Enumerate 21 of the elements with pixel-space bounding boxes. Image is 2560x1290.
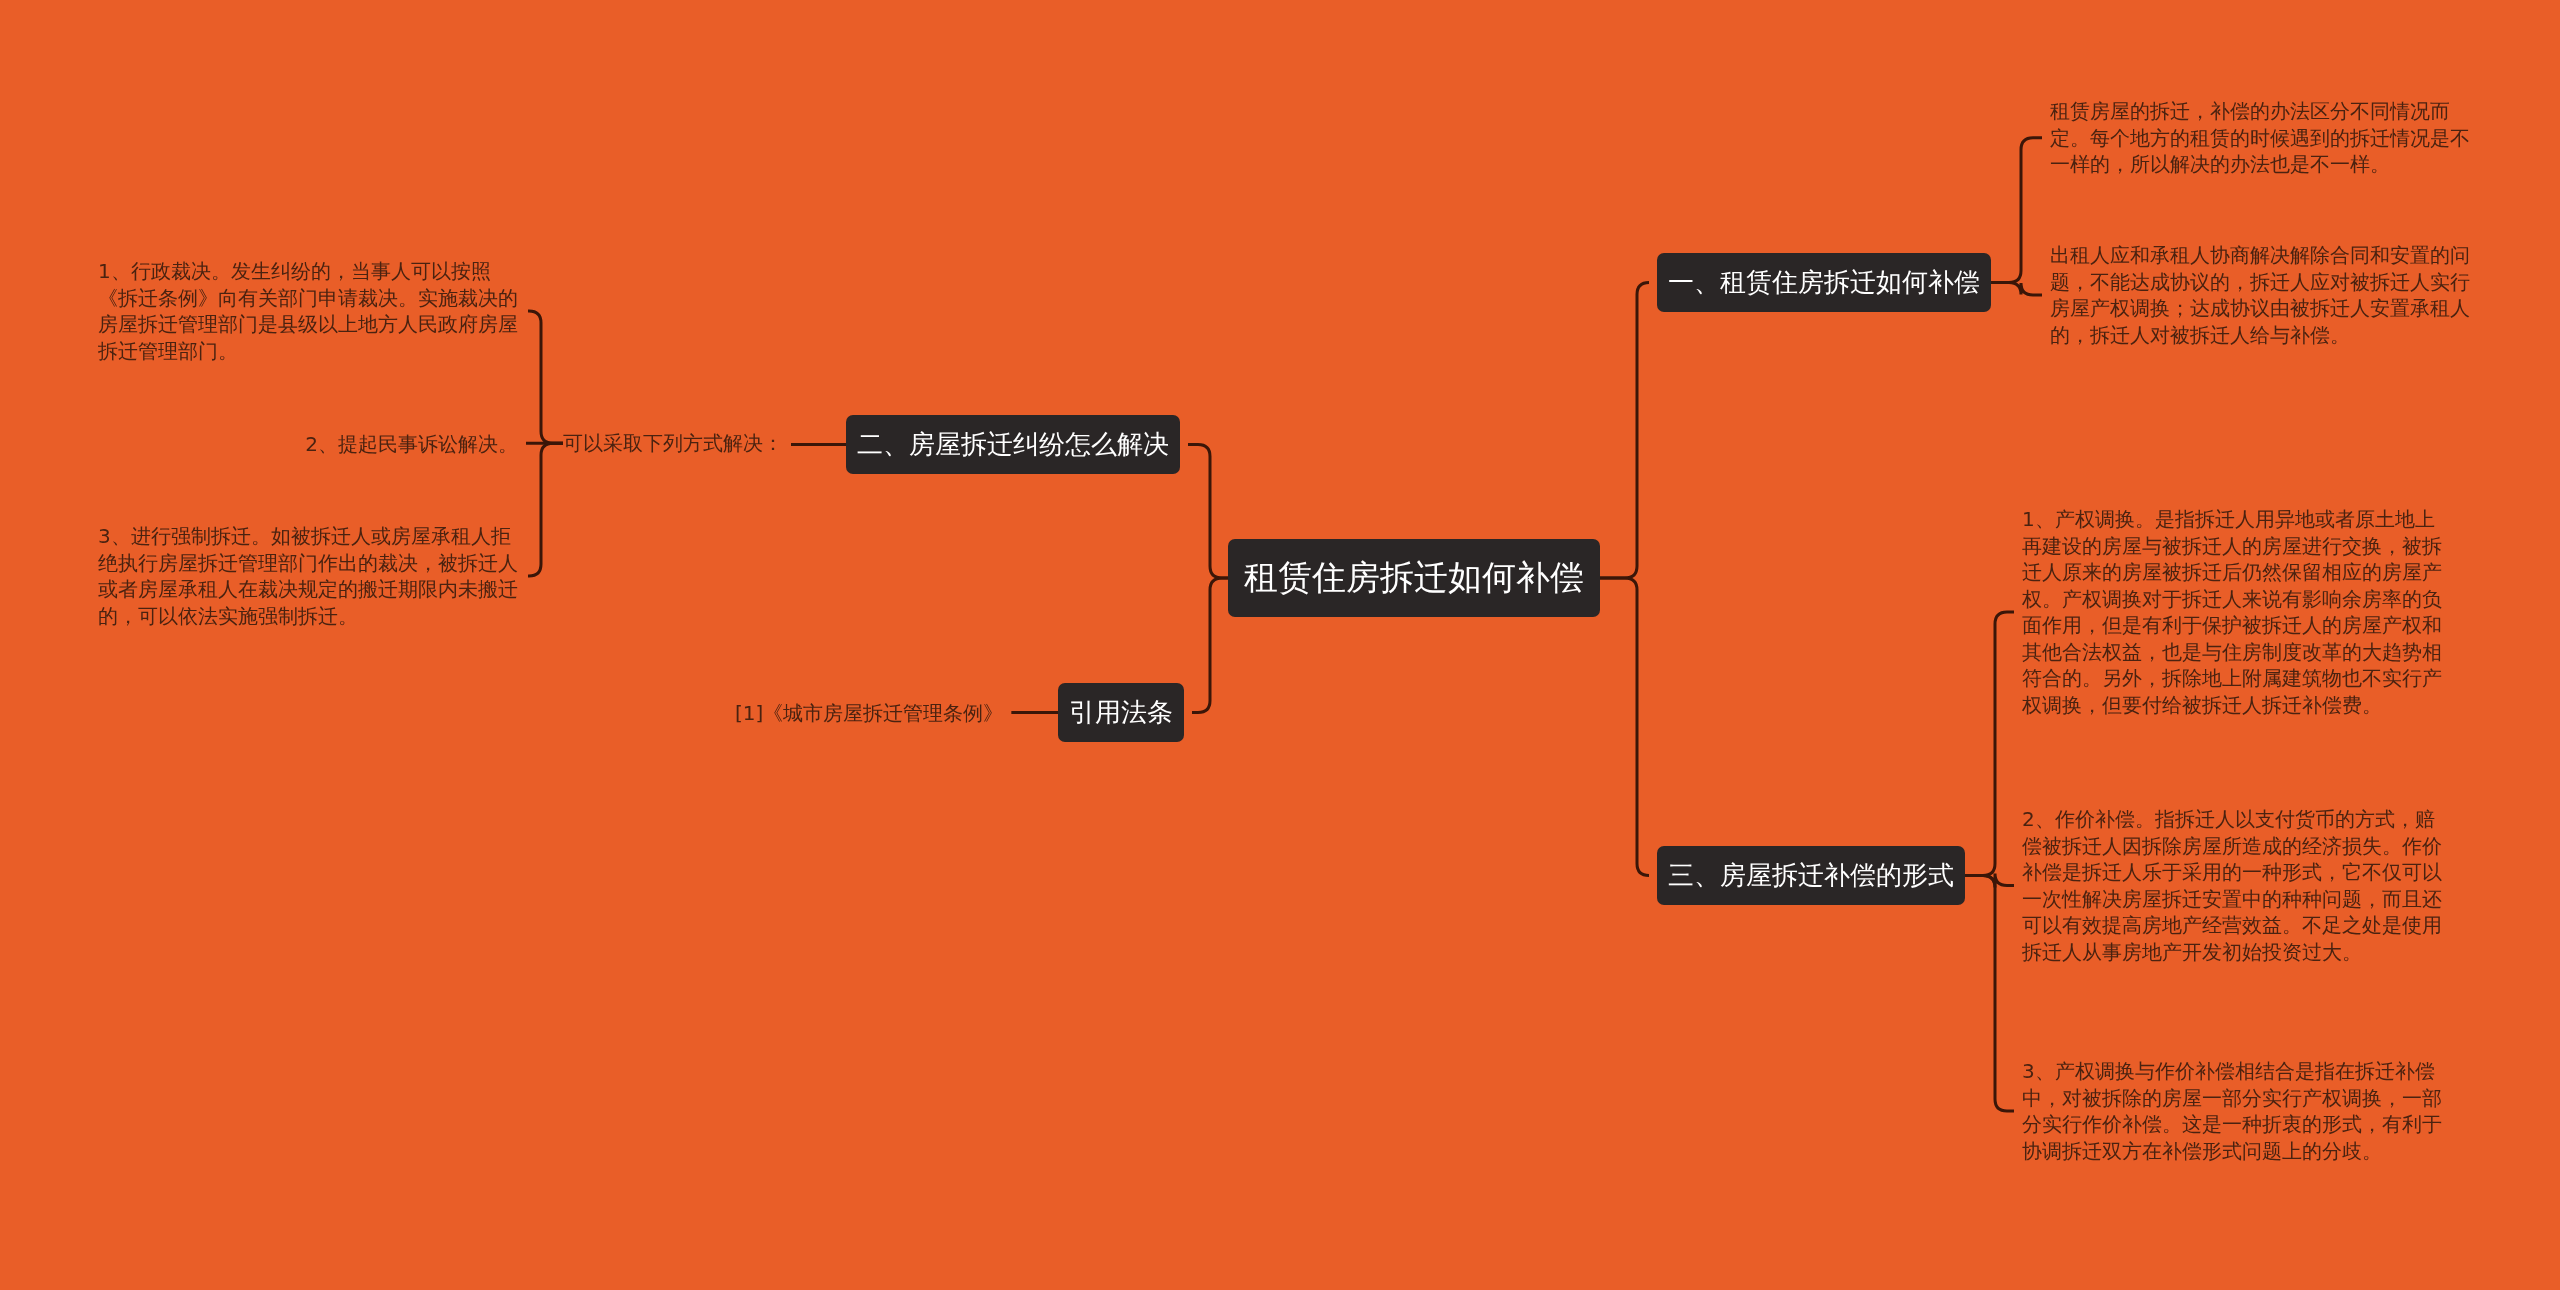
connector-line	[527, 441, 563, 578]
note-text: 出租人应和承租人协商解决解除合同和安置的问题，不能达成协议的，拆迁人应对被拆迁人实行房屋产权调换；达成协议由被拆迁人安置承租人的，拆迁人对被拆迁人给与补偿。	[2050, 242, 2470, 348]
note-text: 租赁房屋的拆迁，补偿的办法区分不同情况而定。每个地方的租赁的时候遇到的拆迁情况是不一样的，所以解决的办法也是不一样。	[2050, 98, 2470, 178]
note-text: [1]《城市房屋拆迁管理条例》	[735, 700, 1004, 727]
note-text: 1、产权调换。是指拆迁人用异地或者原土地上再建设的房屋与被拆迁人的房屋进行交换，被拆迁人原来的房屋被拆迁后仍然保留相应的房屋产权。产权调换对于拆迁人来说有影响余房率的负面作用，但是有利于保护被拆迁人的房屋产权和其他合法权益，也是与住房制度改革的大趋势相符合的。另外，拆除地上附属建筑物也不实行产权调换，但要付给被拆迁人拆迁补偿费。	[2022, 506, 2444, 718]
connector-line	[1192, 576, 1228, 714]
note-text: 3、产权调换与作价补偿相结合是指在拆迁补偿中，对被拆除的房屋一部分实行产权调换，一部分实行作价补偿。这是一种折衷的形式，有利于协调拆迁双方在补偿形式问题上的分歧。	[2022, 1058, 2444, 1164]
connector-line	[1991, 281, 2042, 297]
connector-line	[791, 443, 846, 446]
note-text: 1、行政裁决。发生纠纷的，当事人可以按照《拆迁条例》向有关部门申请裁决。实施裁决的房屋拆迁管理部门是县级以上地方人民政府房屋拆迁管理部门。	[98, 258, 520, 364]
topic-box: 一、租赁住房拆迁如何补偿	[1657, 253, 1991, 312]
central-topic-box: 租赁住房拆迁如何补偿	[1228, 539, 1600, 617]
connector-line	[1011, 711, 1058, 714]
topic-box: 三、房屋拆迁补偿的形式	[1657, 846, 1965, 905]
connector-line	[1600, 576, 1651, 877]
topic-box: 引用法条	[1058, 683, 1184, 742]
note-text: 2、作价补偿。指拆迁人以支付货币的方式，赔偿被拆迁人因拆除房屋所造成的经济损失。作价补偿是拆迁人乐于采用的一种形式，它不仅可以一次性解决房屋拆迁安置中的种种问题，而且还可以有效提高房地产经营效益。不足之处是使用拆迁人从事房地产开发初始投资过大。	[2022, 806, 2444, 965]
note-text: 2、提起民事诉讼解决。	[290, 431, 518, 458]
note-text: 可以采取下列方式解决：	[563, 430, 783, 457]
note-text: 3、进行强制拆迁。如被拆迁人或房屋承租人拒绝执行房屋拆迁管理部门作出的裁决，被拆迁人或者房屋承租人在裁决规定的搬迁期限内未搬迁的，可以依法实施强制拆迁。	[98, 523, 520, 629]
topic-box: 二、房屋拆迁纠纷怎么解决	[846, 415, 1180, 474]
